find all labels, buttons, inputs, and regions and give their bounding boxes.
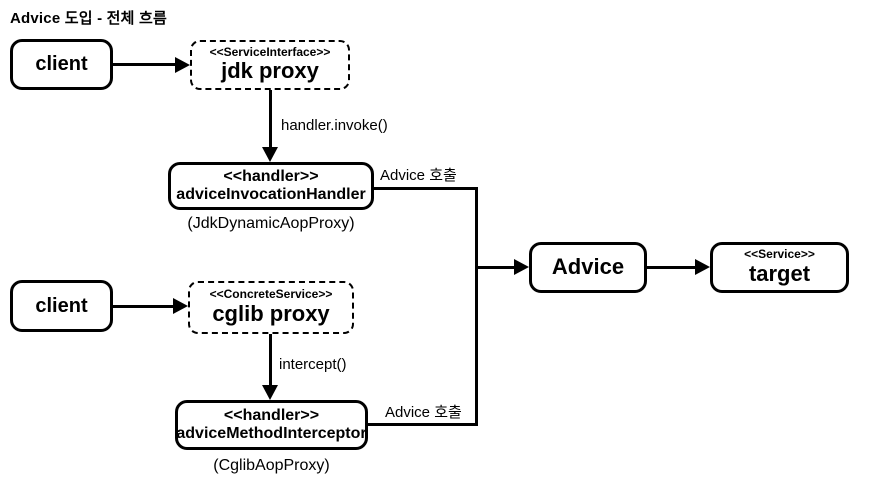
node-target-stereotype: <<Service>>: [744, 247, 815, 262]
edge-bus-to-advice-line: [477, 265, 515, 269]
edge-jdk-proxy-to-handler-arrowhead-icon: [262, 147, 278, 162]
node-advice-invocation-handler: <<handler>> adviceInvocationHandler: [168, 162, 374, 210]
edge-handler-to-bus-line: [373, 187, 478, 190]
edge-bus-vertical-line: [475, 187, 478, 426]
node-advice-method-interceptor: <<handler>> adviceMethodInterceptor: [175, 400, 368, 450]
edge-client-bottom-to-cglib-proxy-line: [113, 304, 174, 308]
edge-label-intercept: intercept(): [279, 356, 347, 373]
node-advice-method-interceptor-stereotype: <<handler>>: [223, 407, 320, 425]
node-jdk-proxy-label: jdk proxy: [221, 58, 319, 84]
node-advice: Advice: [529, 242, 647, 293]
node-client-top-label: client: [35, 53, 88, 76]
node-advice-invocation-handler-label: adviceInvocationHandler: [176, 186, 366, 203]
edge-advice-to-target-line: [647, 265, 696, 269]
edge-interceptor-to-bus-line: [367, 423, 478, 426]
node-jdk-proxy: <<ServiceInterface>> jdk proxy: [190, 40, 350, 90]
edge-cglib-proxy-to-interceptor-arrowhead-icon: [262, 385, 278, 400]
edge-client-top-to-jdk-proxy-arrowhead-icon: [175, 56, 190, 73]
node-client-bottom: client: [10, 280, 113, 332]
edge-jdk-proxy-to-handler-line: [268, 90, 272, 148]
caption-jdk-dynamic-aop-proxy: (JdkDynamicAopProxy): [187, 215, 355, 232]
node-target-label: target: [748, 260, 811, 286]
edge-client-bottom-to-cglib-proxy-arrowhead-icon: [173, 298, 188, 314]
edge-advice-to-target-arrowhead-icon: [695, 259, 710, 275]
edge-label-advice-call-top: Advice 호출: [380, 167, 457, 184]
node-jdk-proxy-stereotype: <<ServiceInterface>>: [209, 44, 331, 59]
edge-cglib-proxy-to-interceptor-line: [268, 334, 272, 386]
node-cglib-proxy: <<ConcreteService>> cglib proxy: [188, 281, 354, 334]
node-client-bottom-label: client: [35, 294, 88, 317]
node-client-top: client: [10, 39, 113, 90]
node-target: <<Service>> target: [710, 242, 849, 293]
node-cglib-proxy-label: cglib proxy: [212, 300, 330, 326]
edge-label-advice-call-bottom: Advice 호출: [385, 404, 462, 421]
node-advice-invocation-handler-stereotype: <<handler>>: [223, 168, 319, 186]
node-cglib-proxy-stereotype: <<ConcreteService>>: [209, 287, 333, 302]
edge-label-handler-invoke: handler.invoke(): [281, 117, 388, 134]
diagram-title: Advice 도입 - 전체 흐름: [10, 10, 168, 27]
edge-client-top-to-jdk-proxy-line: [113, 63, 176, 66]
caption-cglib-aop-proxy: (CglibAopProxy): [213, 457, 330, 474]
node-advice-method-interceptor-label: adviceMethodInterceptor: [176, 425, 367, 442]
node-advice-label: Advice: [551, 254, 625, 280]
edge-bus-to-advice-arrowhead-icon: [514, 259, 529, 275]
